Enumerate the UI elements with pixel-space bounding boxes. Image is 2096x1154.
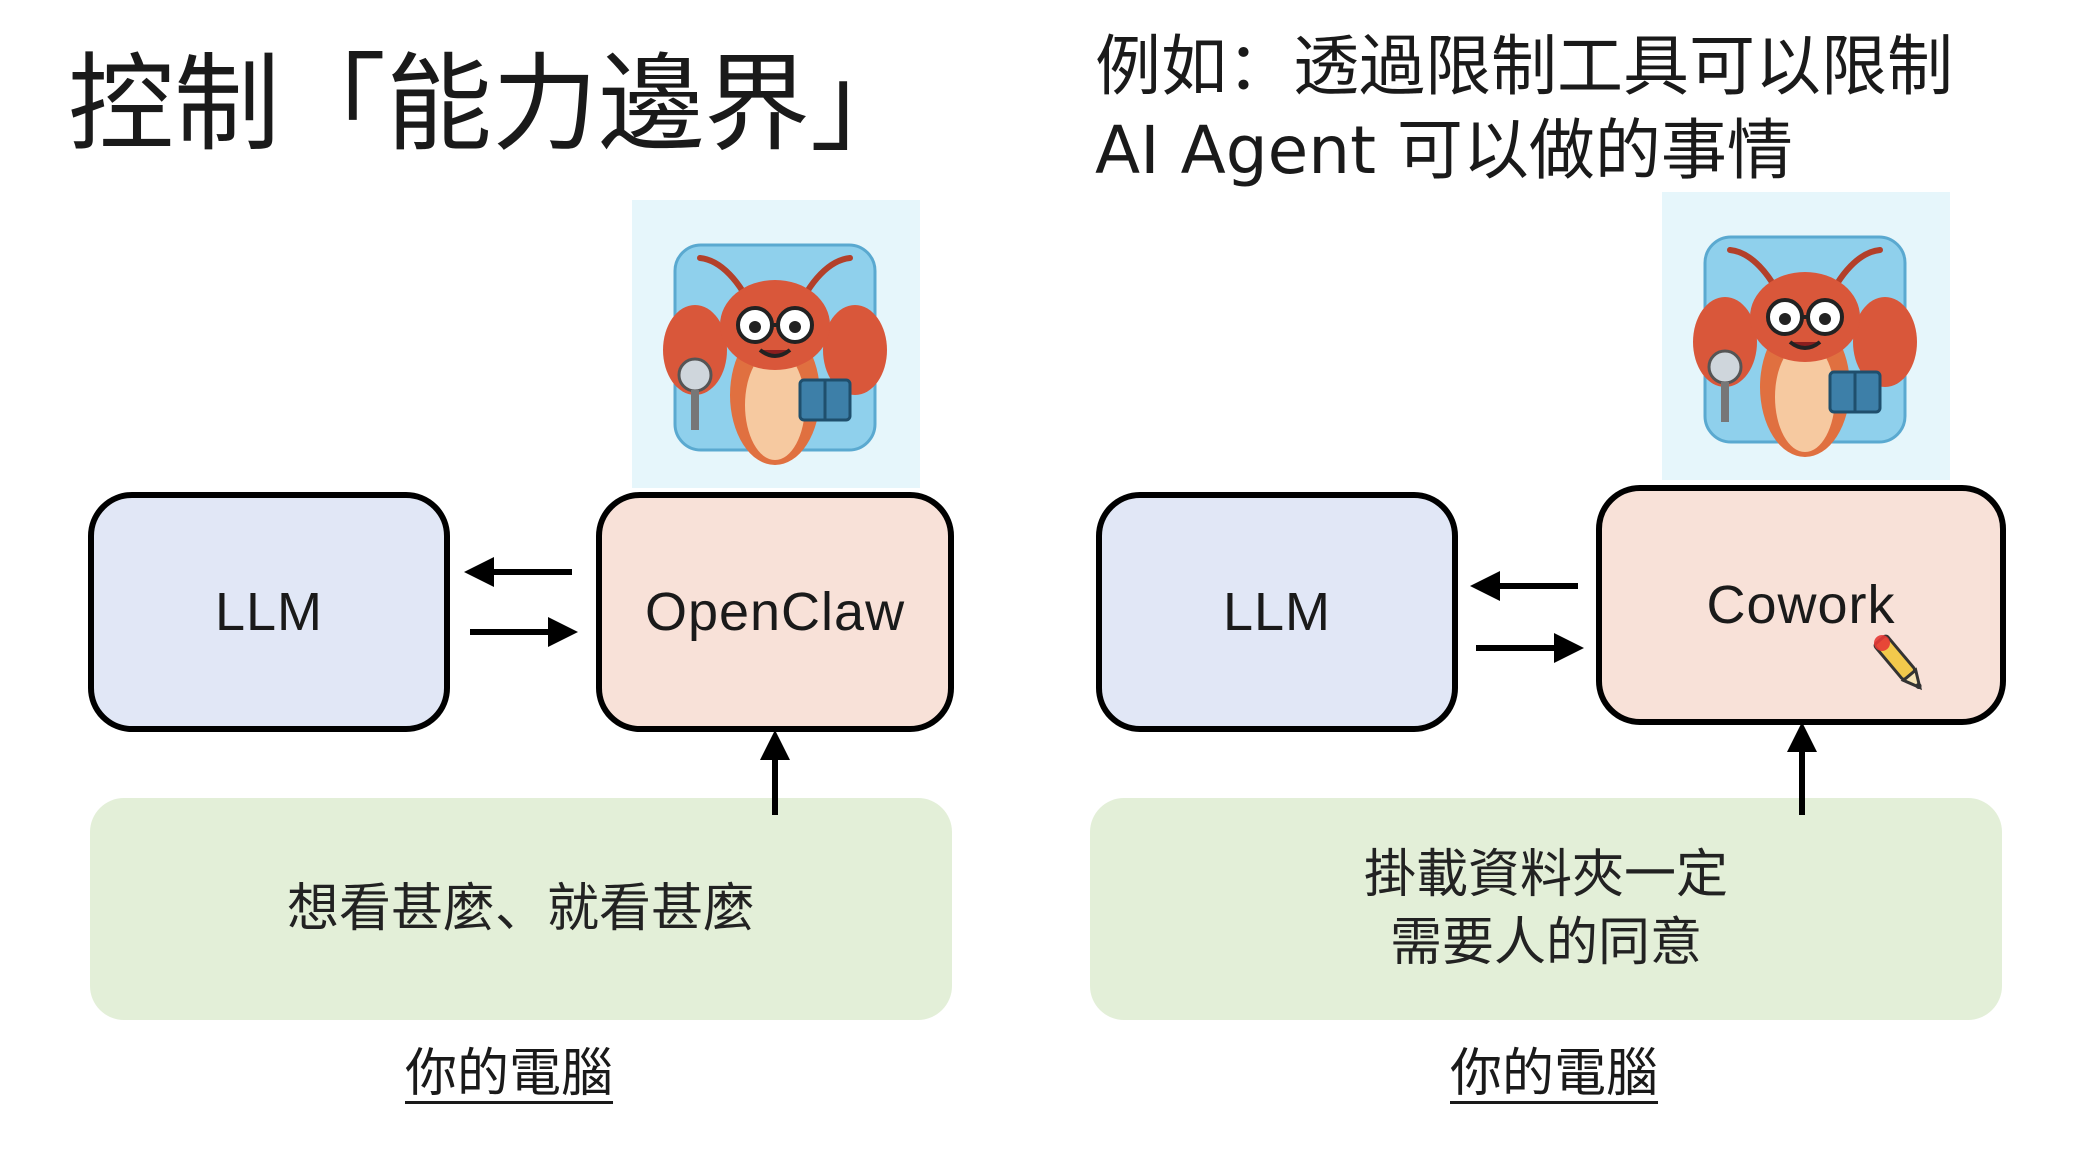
page-title: 控制「能力邊界」	[68, 43, 916, 166]
left-llm-box: LLM	[88, 492, 450, 732]
right-computer-label: 你的電腦	[1450, 1044, 1659, 1104]
right-llm-box: LLM	[1096, 492, 1458, 732]
right-llm-label: LLM	[1222, 582, 1332, 642]
right-panel-line-2: 需要人的同意	[1389, 913, 1702, 973]
left-mascot-panel	[632, 200, 920, 488]
left-computer-label: 你的電腦	[405, 1044, 614, 1104]
left-openclaw-label: OpenClaw	[644, 582, 906, 642]
right-mascot-panel	[1662, 192, 1950, 480]
left-computer-panel: 想看甚麼、就看甚麼	[90, 798, 952, 1020]
right-panel-line-1: 掛載資料夾一定	[1363, 845, 1728, 905]
right-cowork-label: Cowork	[1706, 575, 1896, 635]
left-llm-label: LLM	[214, 582, 324, 642]
example-caption: 例如：透過限制工具可以限制 AI Agent 可以做的事情	[1095, 25, 1953, 193]
example-line-1: 例如：透過限制工具可以限制	[1095, 28, 1953, 105]
right-cowork-box: Cowork	[1596, 485, 2006, 725]
left-panel-text: 想看甚麼、就看甚麼	[286, 879, 755, 939]
example-line-2: AI Agent 可以做的事情	[1095, 112, 1793, 189]
right-computer-panel: 掛載資料夾一定 需要人的同意	[1090, 798, 2002, 1020]
left-openclaw-box: OpenClaw	[596, 492, 954, 732]
